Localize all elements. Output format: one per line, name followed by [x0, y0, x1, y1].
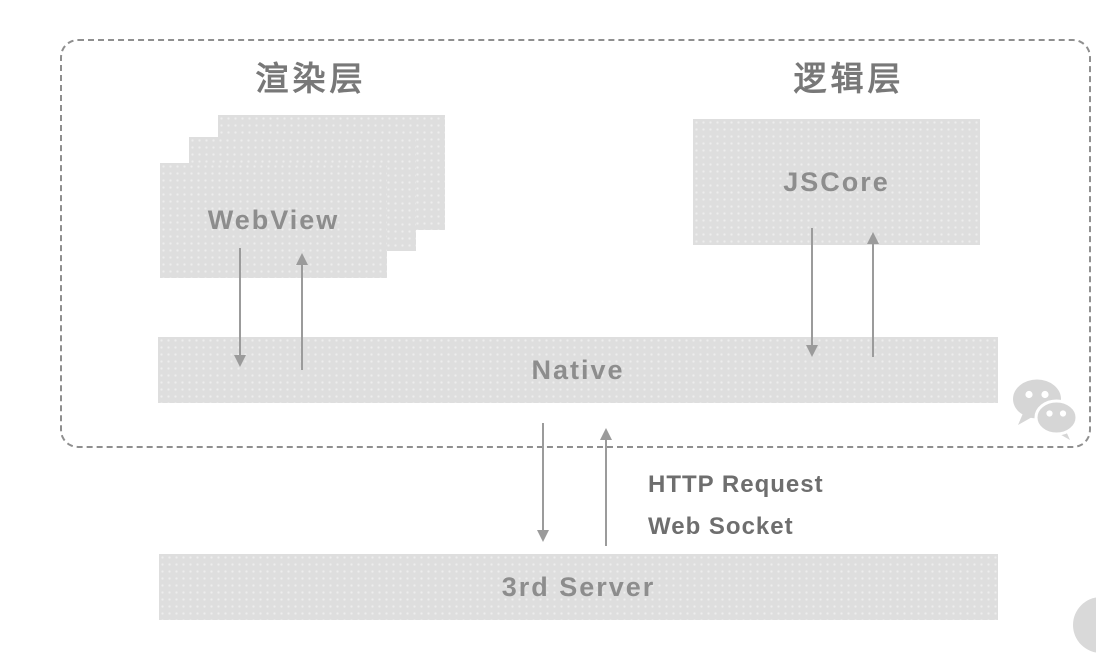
arrow-line — [872, 241, 874, 357]
arrow-head-up-icon — [867, 232, 879, 244]
render-layer-title: 渲染层 — [255, 60, 367, 97]
arrow-head-down-icon — [537, 530, 549, 542]
http-request-label: HTTP Request — [648, 471, 824, 498]
webview-label: WebView — [207, 205, 340, 235]
runtime-dashed-frame — [60, 39, 1091, 448]
arrow-head-up-icon — [600, 428, 612, 440]
webview-box: WebView — [160, 163, 387, 278]
arrow-server-to-native — [600, 428, 612, 546]
arrow-native-to-webview — [296, 253, 308, 370]
arrow-line — [239, 248, 241, 358]
native-bar: Native — [158, 337, 998, 403]
arrow-line — [542, 423, 544, 533]
third-server-label: 3rd Server — [501, 571, 656, 602]
arrow-native-to-server — [537, 423, 549, 542]
third-server-bar: 3rd Server — [159, 554, 998, 620]
arrow-native-to-jscore — [867, 232, 879, 357]
arrow-head-up-icon — [296, 253, 308, 265]
watermark-circle-icon — [1073, 597, 1096, 653]
arrow-jscore-to-native — [806, 228, 818, 357]
arrow-head-down-icon — [806, 345, 818, 357]
arrow-webview-to-native — [234, 248, 246, 367]
native-label: Native — [531, 354, 625, 385]
arrow-line — [301, 262, 303, 370]
web-socket-label: Web Socket — [648, 513, 794, 540]
jscore-label: JSCore — [783, 166, 890, 197]
arrow-head-down-icon — [234, 355, 246, 367]
wechat-icon — [1010, 377, 1080, 443]
jscore-box: JSCore — [693, 119, 980, 245]
logic-layer-title: 逻辑层 — [793, 60, 905, 97]
arrow-line — [811, 228, 813, 348]
arrow-line — [605, 437, 607, 546]
